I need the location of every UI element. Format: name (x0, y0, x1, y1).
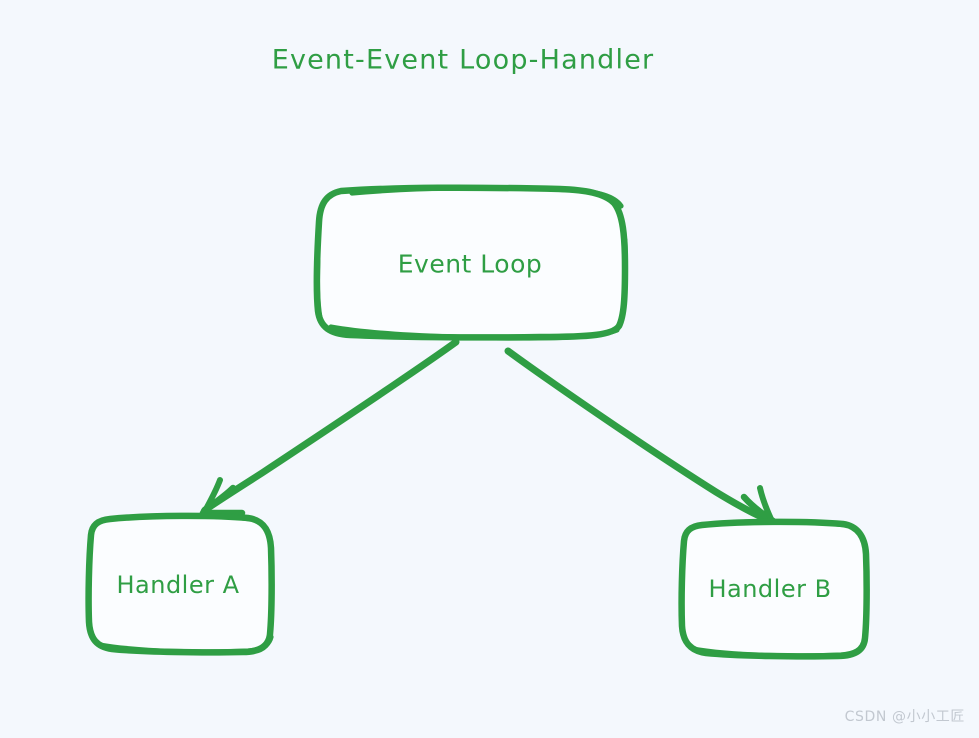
edge-loop-to-handler-a[interactable] (199, 338, 460, 523)
node-label-handler-b: Handler B (708, 575, 832, 603)
csdn-watermark: CSDN @小小工匠 (844, 709, 965, 725)
node-event-loop-shape[interactable] (313, 184, 629, 341)
node-label-handler-a: Handler A (116, 571, 240, 599)
edge-loop-to-handler-b[interactable] (504, 347, 778, 533)
node-handler-b-shape[interactable] (678, 518, 870, 660)
node-label-event-loop: Event Loop (397, 249, 543, 279)
diagram-title: Event-Event Loop-Handler (271, 44, 655, 76)
node-handler-a-shape[interactable] (85, 512, 275, 656)
